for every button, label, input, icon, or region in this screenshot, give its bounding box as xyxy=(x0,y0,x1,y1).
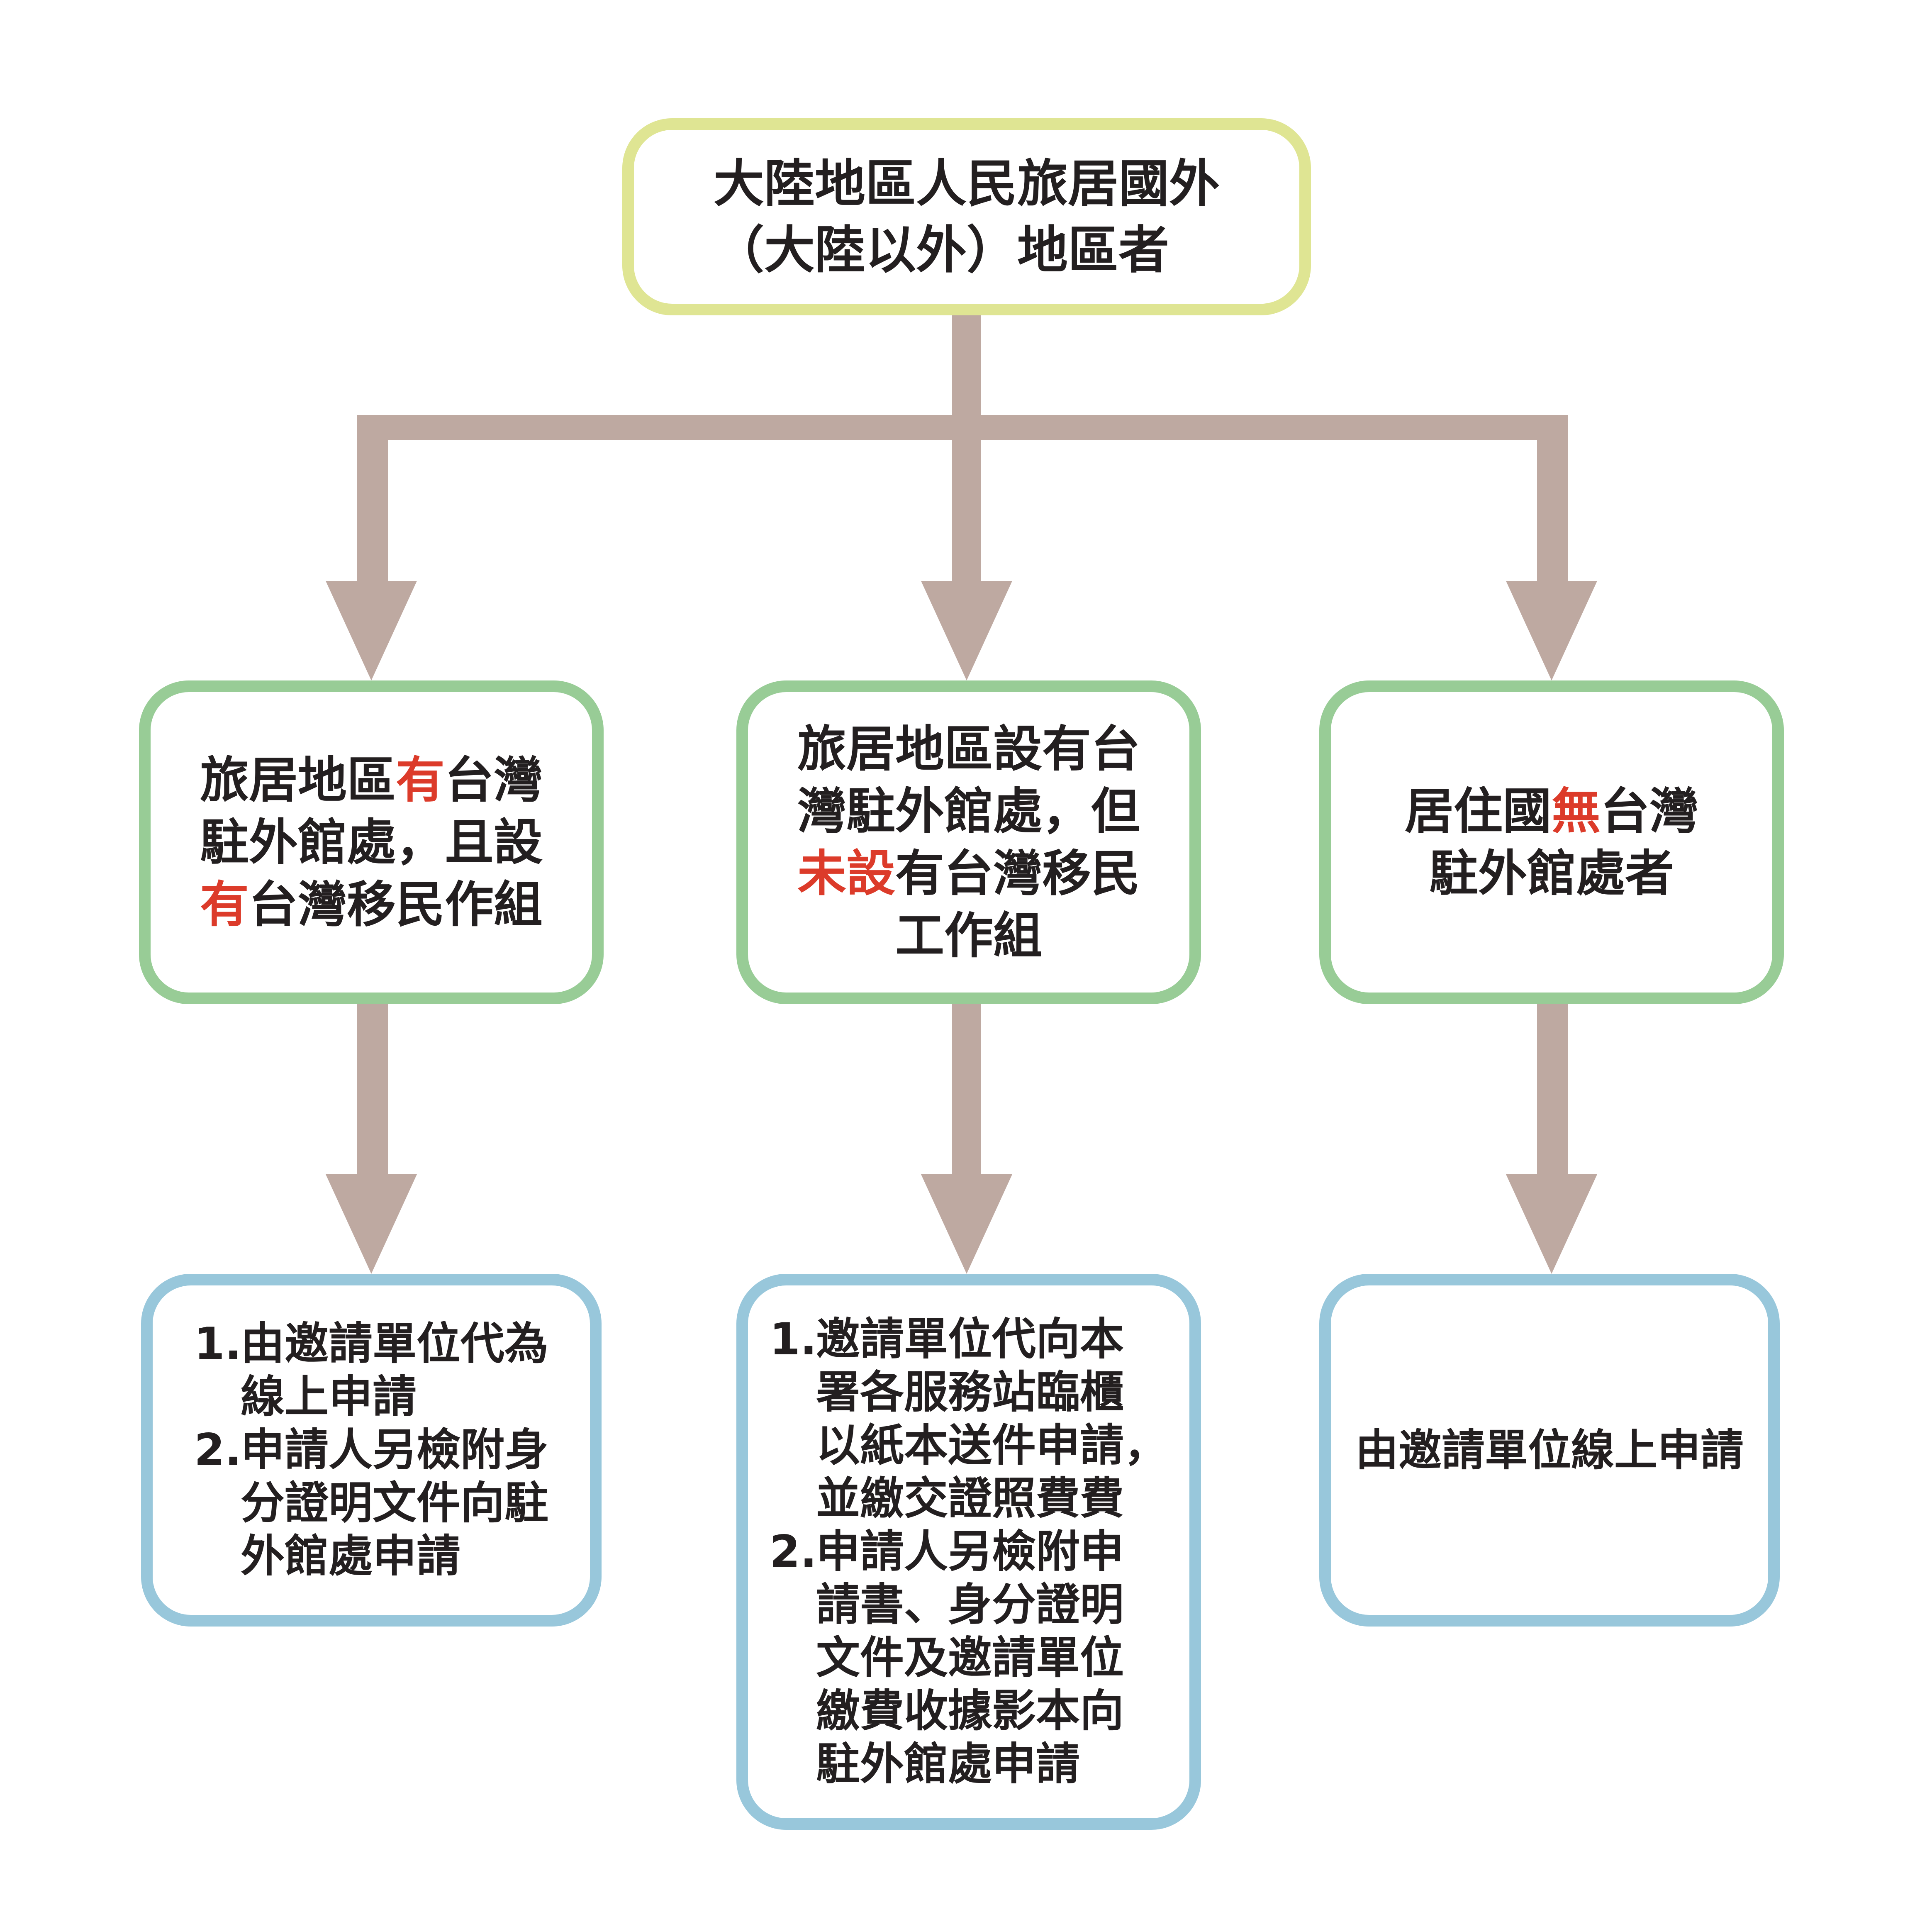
list-item-number: 1. xyxy=(194,1318,242,1369)
down-line-center xyxy=(952,1004,981,1178)
list-item-line: 並繳交證照費費 xyxy=(816,1473,1124,1524)
list-item-line: 請書、身分證明 xyxy=(816,1579,1124,1630)
mid-right-highlight: 無 xyxy=(1551,783,1601,840)
down-line-right xyxy=(1537,1004,1568,1178)
list-item-line: 邀請單位代向本 xyxy=(816,1314,1124,1365)
arrow-head-right-2 xyxy=(1506,1174,1597,1274)
arrow-head-center-2 xyxy=(921,1174,1012,1274)
list-item: 1. 由邀請單位代為 線上申請 xyxy=(194,1317,548,1424)
mid-right-line-1-c: 台灣 xyxy=(1601,783,1699,840)
list-item-line: 分證明文件向駐 xyxy=(241,1478,548,1529)
list-item: 1. 邀請單位代向本 署各服務站臨櫃 以紙本送件申請， 並繳交證照費費 xyxy=(770,1313,1168,1525)
mid-center-line-3-b: 有台灣移民 xyxy=(895,845,1140,902)
list-item: 2. 申請人另檢附申 請書、身分證明 文件及邀請單位 繳費收據影本向 駐外館處申… xyxy=(770,1525,1168,1791)
arrow-head-left xyxy=(326,581,417,680)
mid-node-right: 居住國無台灣 駐外館處者 xyxy=(1319,680,1784,1004)
list-item-number: 2. xyxy=(770,1526,817,1577)
top-node-text: 大陸地區人民旅居國外 （大陸以外）地區者 xyxy=(714,151,1220,283)
down-line-left xyxy=(357,1004,388,1178)
mid-left-line-1: 旅居地區有台灣 xyxy=(200,749,543,811)
bottom-center-list: 1. 邀請單位代向本 署各服務站臨櫃 以紙本送件申請， 並繳交證照費費 2. 申… xyxy=(770,1313,1168,1791)
bottom-right-text: 由邀請單位線上申請 xyxy=(1355,1425,1744,1475)
mid-left-line-2: 駐外館處，且設 xyxy=(200,814,543,871)
mid-center-line-3: 未設有台灣移民 xyxy=(797,842,1140,905)
mid-node-center: 旅居地區設有台 灣駐外館處，但 未設有台灣移民 工作組 xyxy=(736,680,1201,1004)
list-item-line: 申請人另檢附身 xyxy=(241,1424,548,1475)
mid-right-line-1-a: 居住國 xyxy=(1404,783,1552,840)
bottom-left-list: 1. 由邀請單位代為 線上申請 2. 申請人另檢附身 分證明文件向駐 外館處申請 xyxy=(194,1317,548,1583)
arrow-head-center xyxy=(921,581,1012,680)
list-item-number: 1. xyxy=(770,1314,817,1365)
mid-center-line-2: 灣駐外館處，但 xyxy=(797,783,1140,840)
list-item-line: 申請人另檢附申 xyxy=(816,1526,1124,1577)
mid-left-highlight-1: 有 xyxy=(395,751,445,809)
mid-right-line-2: 駐外館處者 xyxy=(1429,845,1674,902)
list-item-line: 以紙本送件申請， xyxy=(816,1420,1168,1471)
bottom-node-center: 1. 邀請單位代向本 署各服務站臨櫃 以紙本送件申請， 並繳交證照費費 2. 申… xyxy=(736,1274,1201,1830)
list-item-line: 外館處申請 xyxy=(241,1531,460,1582)
mid-left-line-1-a: 旅居地區 xyxy=(200,751,396,809)
mid-node-left-text: 旅居地區有台灣 駐外館處，且設 有台灣移民作組 xyxy=(200,749,543,936)
mid-node-center-text: 旅居地區設有台 灣駐外館處，但 未設有台灣移民 工作組 xyxy=(797,718,1140,967)
list-item-line: 署各服務站臨櫃 xyxy=(816,1367,1124,1418)
list-item-line: 由邀請單位代為 xyxy=(241,1318,548,1369)
mid-left-highlight-2: 有 xyxy=(200,876,249,933)
branch-line-right xyxy=(1537,415,1568,585)
arrow-head-right xyxy=(1506,581,1597,680)
top-node-line-2: （大陸以外）地區者 xyxy=(714,220,1169,280)
branch-line-left xyxy=(357,415,388,585)
list-item-line: 繳費收據影本向 xyxy=(816,1685,1124,1736)
list-item-line: 文件及邀請單位 xyxy=(816,1632,1124,1683)
mid-right-line-1: 居住國無台灣 xyxy=(1405,780,1698,842)
mid-left-line-3-b: 台灣移民作組 xyxy=(249,876,543,933)
top-node-line-1: 大陸地區人民旅居國外 xyxy=(714,154,1220,213)
mid-left-line-1-c: 台灣 xyxy=(445,751,543,809)
top-node: 大陸地區人民旅居國外 （大陸以外）地區者 xyxy=(622,118,1311,315)
mid-node-right-text: 居住國無台灣 駐外館處者 xyxy=(1405,780,1698,905)
list-item-number: 2. xyxy=(194,1424,242,1475)
bottom-node-left: 1. 由邀請單位代為 線上申請 2. 申請人另檢附身 分證明文件向駐 外館處申請 xyxy=(141,1274,602,1627)
trunk-line xyxy=(952,315,981,432)
mid-center-line-1: 旅居地區設有台 xyxy=(797,720,1140,778)
mid-center-line-4: 工作組 xyxy=(895,907,1042,964)
bottom-node-right: 由邀請單位線上申請 xyxy=(1319,1274,1780,1627)
list-item-line: 駐外館處申請 xyxy=(816,1739,1080,1790)
mid-left-line-3: 有台灣移民作組 xyxy=(200,873,543,936)
branch-line-center xyxy=(952,415,981,585)
mid-center-highlight: 未設 xyxy=(797,845,895,902)
arrow-head-left-2 xyxy=(326,1174,417,1274)
list-item: 2. 申請人另檢附身 分證明文件向駐 外館處申請 xyxy=(194,1424,548,1583)
mid-node-left: 旅居地區有台灣 駐外館處，且設 有台灣移民作組 xyxy=(139,680,604,1004)
list-item-line: 線上申請 xyxy=(241,1371,417,1422)
